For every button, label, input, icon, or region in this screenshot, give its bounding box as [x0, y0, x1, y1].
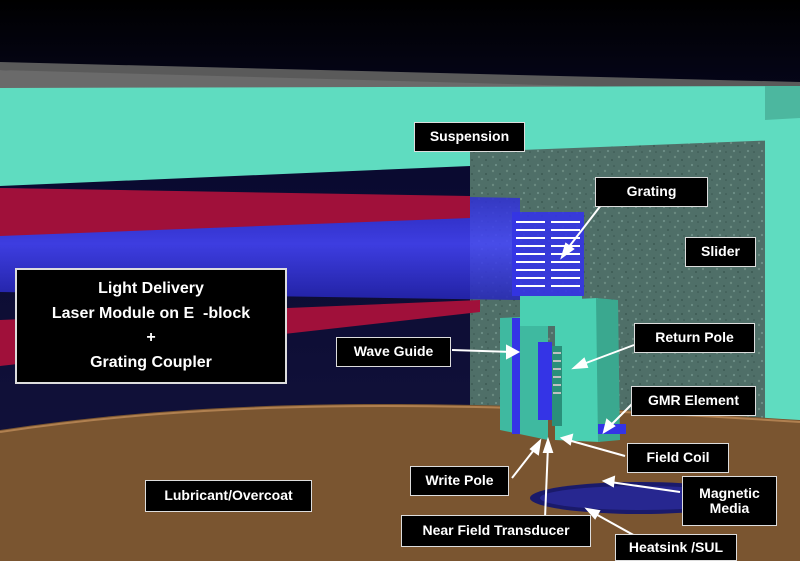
label-wave-guide: Wave Guide — [336, 337, 451, 367]
label-lubricant-overcoat: Lubricant/Overcoat — [145, 480, 312, 512]
label-grating: Grating — [595, 177, 708, 207]
light-delivery-line2: Laser Module on E -block — [51, 304, 251, 322]
pointer-arrows — [451, 199, 681, 538]
light-delivery-line4: Grating Coupler — [90, 353, 212, 371]
write-pole — [538, 342, 552, 420]
field-coil-turns — [553, 352, 561, 394]
label-suspension: Suspension — [414, 122, 525, 152]
slider-side — [765, 118, 800, 470]
label-near-field-transducer: Near Field Transducer — [401, 515, 591, 547]
label-field-coil: Field Coil — [627, 443, 729, 473]
label-magnetic-media-line1: Magnetic — [699, 484, 760, 501]
label-magnetic-media-line2: Media — [709, 500, 750, 516]
label-return-pole: Return Pole — [634, 323, 755, 353]
suspension-bar — [0, 86, 800, 186]
disk-surface — [0, 403, 800, 561]
light-delivery-box: Light Delivery Laser Module on E -block … — [15, 268, 287, 384]
light-delivery-line1: Light Delivery — [98, 280, 204, 298]
label-magnetic-media: Magnetic Media — [682, 476, 777, 526]
label-slider: Slider — [685, 237, 756, 267]
gmr-element — [598, 424, 626, 434]
label-gmr-element: GMR Element — [631, 386, 756, 416]
label-write-pole: Write Pole — [410, 466, 509, 496]
laser-stripe-top — [0, 188, 470, 236]
return-pole — [555, 298, 600, 442]
label-heatsink-sul: Heatsink /SUL — [615, 534, 737, 561]
light-delivery-line3: + — [146, 329, 156, 347]
